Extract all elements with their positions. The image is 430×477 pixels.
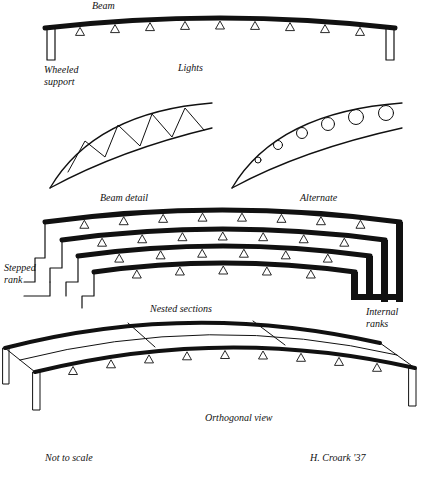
light (181, 21, 190, 29)
light (277, 214, 286, 222)
light (69, 367, 78, 375)
light (107, 360, 116, 368)
light (156, 251, 165, 259)
light (80, 220, 89, 228)
light (198, 249, 207, 257)
light (323, 254, 332, 262)
light (175, 267, 184, 275)
light (340, 238, 349, 246)
light (98, 238, 107, 246)
light (178, 233, 187, 241)
sketch-label: Beam (92, 0, 132, 12)
light (299, 235, 308, 243)
light (259, 233, 268, 241)
light (239, 249, 248, 257)
light (286, 23, 295, 31)
light (221, 351, 230, 359)
light (297, 353, 306, 361)
lights (69, 21, 382, 375)
internal-ranks (351, 222, 403, 302)
support (386, 28, 394, 60)
light (259, 351, 268, 359)
light (281, 251, 290, 259)
light (321, 25, 330, 33)
light (219, 266, 228, 274)
light (262, 267, 271, 275)
nested-beam (62, 229, 385, 240)
sketch-label: Beam detail (100, 192, 170, 204)
truss (68, 108, 204, 172)
stepped-rank (82, 272, 94, 308)
alternate-bottom (232, 128, 402, 188)
sketch-label: Wheeled support (44, 64, 94, 87)
light (138, 235, 147, 243)
light (335, 357, 344, 365)
sketch-label: Alternate (300, 192, 360, 204)
stepped-rank (35, 222, 45, 270)
stepped-rank (50, 240, 62, 282)
light (115, 254, 124, 262)
light (76, 27, 85, 35)
stepped-rank (24, 270, 50, 296)
light (316, 217, 325, 225)
light (218, 232, 227, 240)
light (119, 217, 128, 225)
beam (45, 18, 395, 28)
sketch-label: Stepped rank (4, 262, 44, 285)
lightening-holes (255, 106, 394, 164)
light (356, 220, 365, 228)
sketch-label: Orthogonal view (205, 412, 295, 424)
sketch-label: Not to scale (45, 452, 115, 464)
sketch-label: Nested sections (150, 303, 240, 315)
sketch-label: H. Croark '37 (310, 452, 400, 464)
light (237, 213, 246, 221)
orthogonal-view (3, 321, 416, 410)
beam-detail-top (50, 103, 212, 188)
light (251, 21, 260, 29)
light (306, 270, 315, 278)
sketch-label: Lights (178, 62, 228, 74)
light (183, 352, 192, 360)
alternate-top (232, 103, 402, 188)
light (356, 27, 365, 35)
light (146, 23, 155, 31)
light (216, 21, 225, 29)
wheeled-support (47, 28, 55, 60)
nested-beam (78, 246, 370, 256)
light (145, 355, 154, 363)
light (373, 363, 382, 371)
nested-beam (45, 210, 400, 222)
light (111, 25, 120, 33)
sketch-label: Internal ranks (366, 306, 416, 329)
light (198, 213, 207, 221)
stepped-rank (66, 256, 78, 296)
light (132, 270, 141, 278)
light (159, 214, 168, 222)
